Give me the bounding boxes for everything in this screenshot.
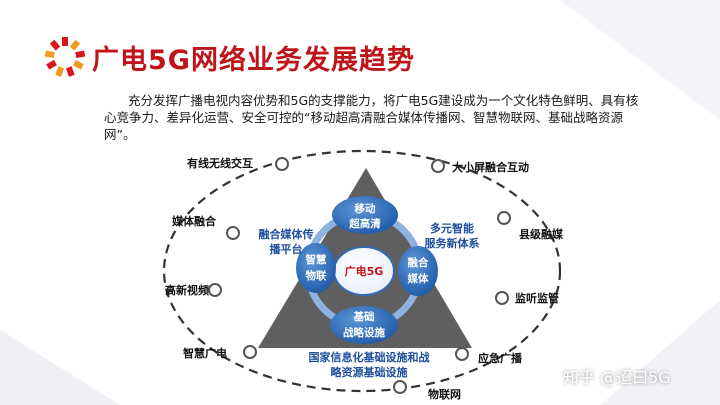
label-smart-broadcast: 智慧广电 [183, 346, 227, 360]
outer-dot-8 [455, 347, 469, 361]
node-top-line2: 超高清 [348, 217, 381, 230]
outer-dot-6 [495, 291, 509, 305]
triangle-left-line1: 融合媒体传 [259, 227, 314, 241]
label-emergency-broadcast: 应急广播 [478, 351, 523, 365]
sunburst-logo-icon [44, 37, 86, 77]
outer-dot-4 [497, 211, 511, 225]
outer-dot-5 [208, 283, 222, 297]
slide-title: 广电5G网络业务发展趋势 [92, 45, 415, 76]
label-county-media: 县级融媒 [519, 227, 564, 241]
label-iot: 物联网 [428, 387, 461, 401]
watermark-text: 知乎 @迢曰5G [563, 368, 671, 387]
triangle-left-line2: 播平台 [270, 242, 303, 256]
node-top-line1: 移动 [355, 202, 376, 215]
triangle-right-line2: 服务新体系 [425, 236, 480, 250]
triangle-bottom-line2: 略资源基础设施 [331, 365, 408, 379]
node-bottom [330, 306, 398, 344]
outer-dot-1 [275, 157, 289, 171]
label-media-fusion: 媒体融合 [171, 214, 217, 228]
node-bottom-line2: 战略设施 [343, 326, 385, 339]
triangle-bottom-line1: 国家信息化基础设施和战 [309, 350, 430, 364]
intro-paragraph: 充分发挥广播电视内容优势和5G的支撑能力，将广电5G建设成为一个文化特色鲜明、具… [104, 93, 639, 142]
label-cable-wireless: 有线无线交互 [187, 156, 253, 170]
outer-dot-3 [226, 226, 240, 240]
label-monitoring: 监听监管 [515, 291, 559, 305]
label-large-small-screen: 大小屏融合互动 [452, 160, 529, 174]
outer-dot-2 [431, 159, 445, 173]
node-right [398, 246, 438, 296]
center-label: 广电5G [345, 264, 384, 278]
outer-dashed-ellipse [162, 149, 562, 393]
label-hd-video: 高新视频 [165, 283, 209, 297]
node-left [296, 243, 336, 293]
node-bottom-line1: 基础 [353, 310, 375, 323]
outer-dot-9 [393, 380, 407, 394]
node-left-line2: 物联 [306, 269, 327, 282]
outer-dot-7 [243, 345, 257, 359]
node-left-line1: 智慧 [305, 253, 327, 266]
triangle-right-line1: 多元智能 [430, 221, 474, 235]
node-right-line2: 媒体 [407, 272, 429, 285]
node-top [332, 196, 398, 234]
node-right-line1: 融合 [408, 256, 429, 269]
